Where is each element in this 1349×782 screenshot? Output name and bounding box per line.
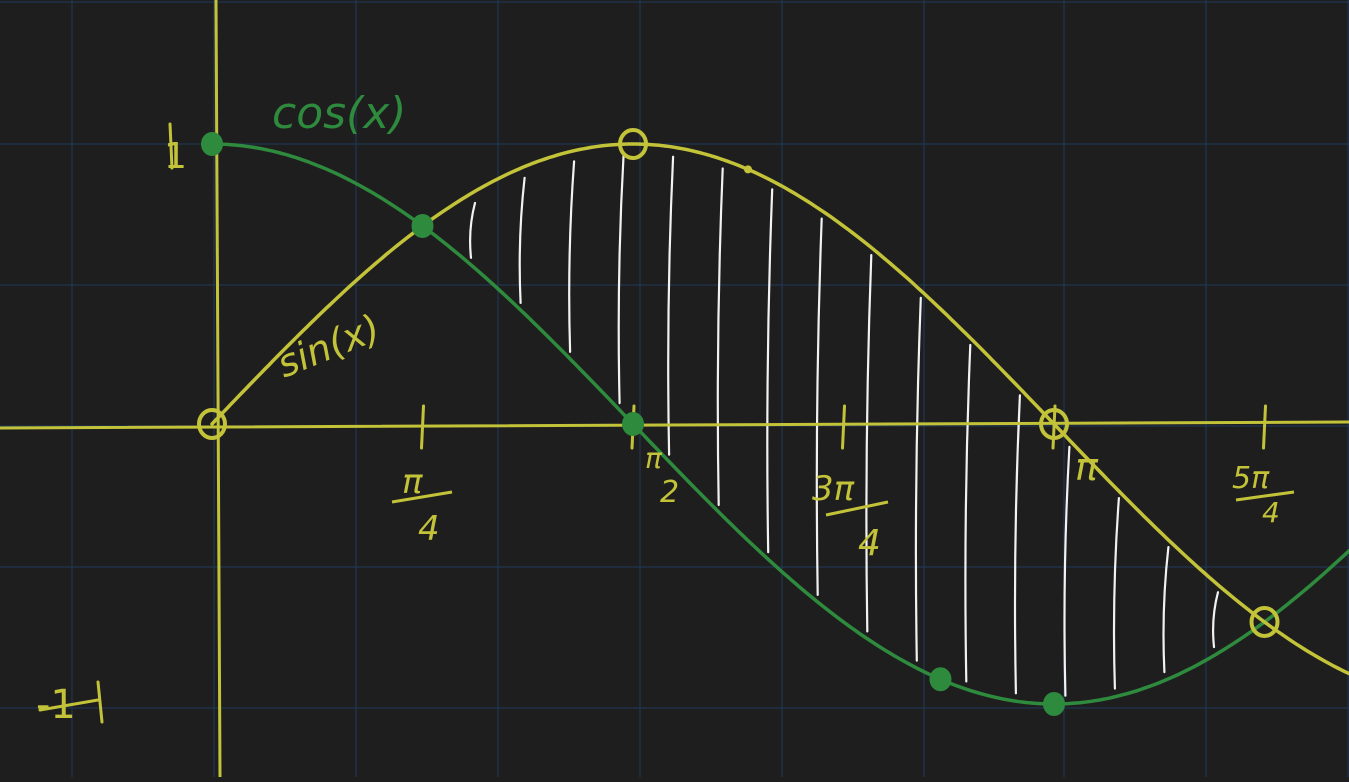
hatch-stroke [1162,546,1170,674]
sin-point [618,128,648,160]
sin-point [1249,605,1280,638]
x-tick-label-pi-over-2: π 2 [645,442,679,510]
y-tick-label-neg-one: -1 [36,682,76,728]
five-pi-over-4-denominator: 4 [1262,496,1280,529]
cos-point [1043,692,1065,716]
x-axis [0,420,1349,430]
x-tick-mark [1051,404,1057,450]
five-pi-over-4-numerator: 5π [1232,461,1270,496]
hatch-stroke [964,343,972,683]
curve-points [197,128,1280,716]
sin-small-point [744,165,753,174]
x-tick-mark [1262,404,1267,450]
cos-point [929,667,952,692]
hatch-stroke [617,153,625,405]
cos-point [201,132,223,156]
sin-point [197,408,227,440]
x-tick-mark [420,404,425,450]
shaded-region-hatching [469,153,1220,697]
x-tick-label-pi: π [1075,445,1099,489]
pi-over-2-denominator: 2 [660,475,679,510]
pi-over-2-numerator: π [645,442,663,475]
x-tick-mark [841,404,846,450]
hatch-stroke [1063,445,1071,697]
three-pi-over-4-fraction-bar [825,500,889,517]
cos-point [411,214,434,239]
three-pi-over-4-denominator: 4 [858,523,881,564]
cos-point [622,412,644,436]
cos-curve [210,142,1349,706]
hatch-stroke [766,188,774,554]
y-tick-label-one: 1 [164,136,187,177]
hatch-stroke [469,201,477,259]
hatch-stroke [1013,394,1021,695]
hatch-stroke [518,176,526,304]
hatch-stroke [667,155,675,456]
sin-point [1039,408,1069,440]
hatch-stroke [815,217,823,596]
hatch-stroke [568,160,576,353]
cos-label: cos(x) [272,88,406,139]
pi-over-4-fraction-bar [391,490,453,504]
x-tick-label-five-pi-over-4: 5π 4 [1232,461,1295,529]
y-tick-mark-neg-one-stem [96,680,104,724]
hatch-stroke [716,167,724,507]
hatch-stroke [1212,591,1220,649]
five-pi-over-4-fraction-bar [1235,490,1295,502]
sin-curve [210,142,1349,676]
x-tick-label-three-pi-over-4: 3π 4 [812,469,889,564]
y-tick-mark-one [168,122,174,170]
axis-ticks [38,122,1267,724]
hatch-stroke [914,296,922,662]
three-pi-over-4-numerator: 3π [812,469,855,509]
sin-label: sin(x) [271,306,386,387]
pi-over-4-numerator: π [402,462,423,502]
y-axis [214,0,222,779]
hatch-stroke [1112,497,1120,690]
pi-over-4-denominator: 4 [418,509,440,549]
hatch-stroke [865,254,873,633]
x-tick-label-pi-over-4: π 4 [391,462,453,549]
y-tick-mark-neg-one [38,698,100,712]
